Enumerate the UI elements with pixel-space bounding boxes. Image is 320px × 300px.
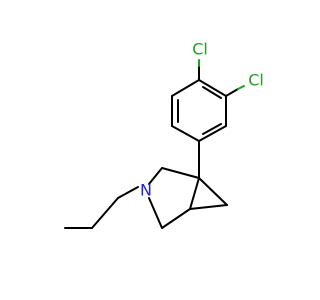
bond-ch2-upper-n [148, 167, 163, 185]
bond-n-ch2-lower [148, 197, 163, 229]
ring-bond-c1-c2 [171, 125, 200, 142]
ring-bond-c6-c1 [198, 125, 227, 142]
ring-double-bond-inner-2 [202, 86, 222, 99]
cyclopropane-bond-b [189, 204, 228, 210]
ring-double-bond-inner-3 [202, 123, 222, 135]
cyclopropane-bond-a [198, 177, 228, 206]
bond-c1-ch2-upper [161, 167, 200, 179]
ring-bond-c4-c5 [198, 79, 227, 97]
bond-propyl-c1-c2 [91, 197, 119, 229]
structure-diagram: Cl Cl N [64, 40, 264, 229]
ring-bond-c3-c4 [171, 79, 200, 97]
bond-ch2-lower-c5 [161, 208, 191, 229]
chlorine-label-top: Cl [192, 40, 208, 59]
chlorine-label-right: Cl [248, 71, 264, 90]
cyclopropane-bond-c [189, 177, 200, 210]
molecule-canvas: Cl Cl N [64, 39, 264, 229]
bond-n-propyl-c1 [117, 186, 139, 199]
bond-cl-right-segment [237, 85, 245, 90]
nitrogen-label: N [140, 181, 152, 200]
bond-c5-cl-right [225, 88, 239, 97]
